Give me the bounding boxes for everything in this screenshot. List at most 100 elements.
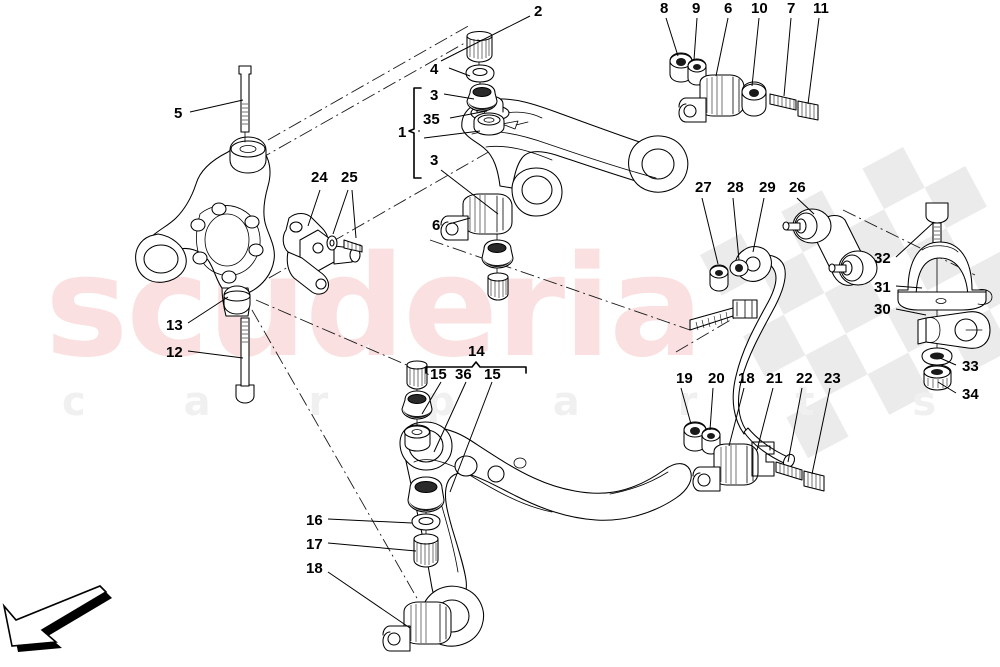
callout-26: 26 (789, 179, 806, 196)
callout-24: 24 (311, 169, 328, 186)
leader-2 (440, 15, 531, 62)
leader-35 (449, 110, 488, 119)
leader-18b (728, 387, 745, 447)
lower-arm-upper-bushing-stack (401, 360, 433, 452)
knuckle-upper-bore (230, 140, 266, 158)
knuckle-stud-2 (244, 215, 260, 229)
callout-15b: 15 (484, 366, 501, 383)
callout-15a: 15 (430, 366, 447, 383)
callout-9: 9 (692, 0, 700, 17)
knuckle-stud-3 (248, 243, 264, 257)
upper-arm-fastener-stack (465, 30, 505, 136)
lower-joint-fastener-cluster (683, 421, 825, 492)
leader-6b (715, 17, 729, 77)
leader-32 (895, 221, 935, 258)
lower-arm-washer-16 (411, 513, 441, 531)
callout-13: 13 (166, 317, 183, 334)
upper-arm-washer (465, 64, 495, 83)
leader-25b (351, 189, 357, 239)
leader-15b (449, 381, 493, 493)
callout-27: 27 (695, 179, 712, 196)
leader-25a (332, 189, 349, 235)
ball-joint-6-right (678, 74, 745, 123)
callout-11: 11 (813, 0, 829, 17)
knuckle-arm-left-bore (143, 244, 179, 274)
leader-8 (665, 17, 679, 57)
watermark-subtitle: c a r p a r t s (62, 379, 978, 425)
stud-bolt-7 (769, 93, 797, 111)
leader-15a (421, 381, 442, 415)
anti-roll-bar-link-26 (782, 208, 878, 286)
callout-4: 4 (430, 61, 439, 78)
leader-29 (752, 197, 765, 253)
callout-28: 28 (727, 179, 744, 196)
callout-30: 30 (874, 301, 891, 318)
leader-28 (732, 197, 740, 261)
centerline-rollbar-right (842, 209, 976, 276)
forward-direction-arrow (2, 585, 112, 652)
ball-joint-6-knurl (469, 195, 486, 233)
callout-16: 16 (306, 512, 323, 529)
callout-36: 36 (455, 366, 472, 383)
leader-6a (448, 217, 471, 225)
leader-16 (327, 518, 413, 524)
bushing-clamp-group (897, 202, 993, 391)
callout-25: 25 (341, 169, 358, 186)
group-bracket-1 (408, 87, 422, 179)
leader-11 (807, 17, 820, 105)
leader-22 (787, 387, 803, 463)
leader-3a (443, 93, 475, 100)
bushing-seal-15-lower (407, 476, 445, 513)
leader-18a (327, 571, 411, 629)
ball-joint-6-eye (445, 222, 459, 236)
lower-arm-nut-17 (413, 533, 439, 568)
threaded-insert-11 (797, 100, 819, 121)
leader-17 (327, 542, 417, 552)
leader-31 (895, 285, 923, 289)
retaining-clip-21 (751, 441, 775, 477)
lower-arm-boss-2 (487, 465, 505, 483)
link-bush-upper (782, 208, 832, 244)
upper-arm-outer-bore (641, 148, 675, 180)
leader-21 (756, 387, 774, 451)
callout-34: 34 (962, 386, 979, 403)
upper-joint-fastener-cluster (669, 52, 819, 123)
callout-23: 23 (824, 370, 841, 387)
callout-18b: 18 (738, 370, 755, 387)
upper-arm-marking-tail (515, 121, 529, 126)
link-bush-lower (828, 250, 878, 286)
upper-arm-rib-2 (485, 145, 553, 161)
lock-nut-8 (669, 52, 693, 83)
leader-10 (751, 17, 760, 87)
callout-19: 19 (676, 370, 693, 387)
leader-20 (709, 387, 714, 431)
callout-12: 12 (166, 344, 183, 361)
centerline-upper (267, 24, 471, 141)
knuckle-lower-bore (223, 290, 251, 302)
bushing-nut-upper (406, 360, 428, 390)
bracket-bolt-25 (326, 235, 363, 253)
leader-lines (187, 15, 957, 629)
leader-27 (701, 197, 719, 265)
steering-knuckle (135, 136, 275, 317)
callout-3a: 3 (430, 87, 438, 104)
bushing-sleeve-36 (403, 424, 431, 452)
callout-21: 21 (766, 370, 783, 387)
callout-31: 31 (874, 279, 891, 296)
group-brackets (408, 87, 527, 374)
leader-19 (680, 387, 692, 425)
leader-23 (811, 387, 831, 475)
knuckle-stud-5 (192, 251, 208, 265)
upper-arm-nut (466, 30, 493, 63)
leader-1b (423, 130, 481, 139)
upper-arm-hub-bore (521, 175, 553, 205)
callout-10: 10 (751, 0, 768, 17)
leader-3b (440, 169, 499, 215)
ball-joint-6-nut (487, 272, 509, 301)
centerline-knuckle-upper (257, 39, 471, 161)
callout-5: 5 (174, 105, 182, 122)
leader-34 (937, 381, 957, 394)
link-fasteners (709, 259, 749, 292)
ball-joint-6-bushing (481, 239, 514, 269)
leader-13 (187, 296, 229, 324)
